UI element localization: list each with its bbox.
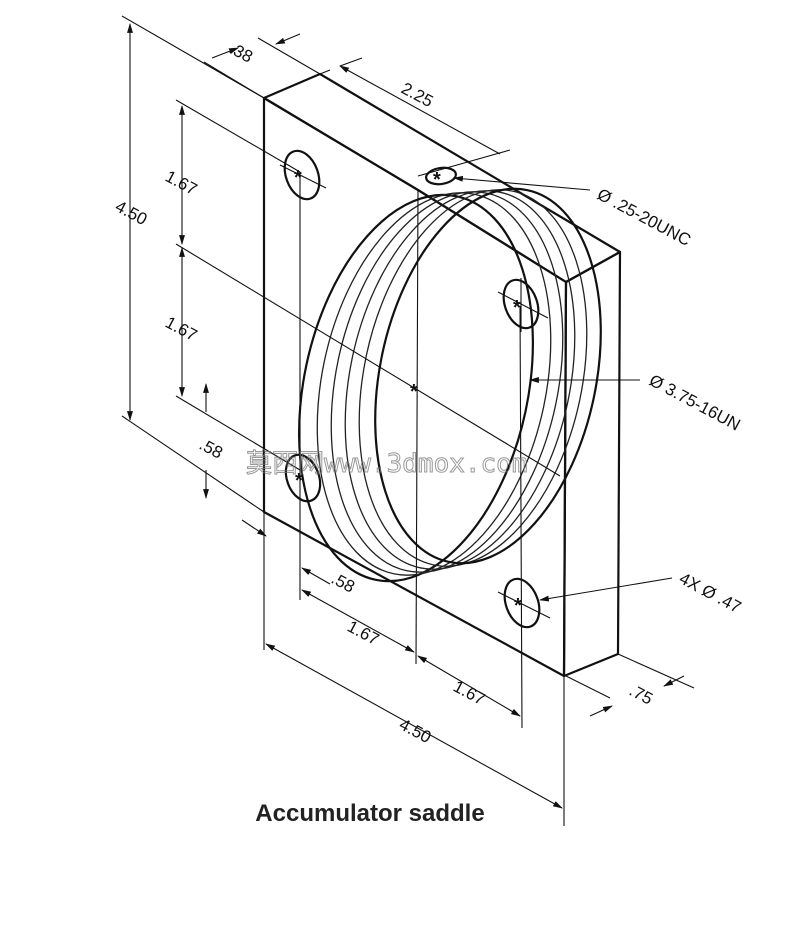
front-vertical-split (415, 189, 419, 665)
dim-lower-spacing: 1.67 (162, 313, 200, 345)
hole-bottom-left: * (284, 453, 322, 503)
thread-ring (330, 191, 564, 573)
dim-bottom-edge-offset: .58 (196, 435, 226, 463)
callout-tapped-hole: Ø .25-20UNC (594, 185, 694, 250)
dimension-lines (121, 15, 695, 826)
hole-bottom-right: * (497, 577, 551, 629)
thread-ring (344, 190, 576, 570)
center-lines: * (175, 99, 561, 729)
horizontal-centerline (175, 243, 561, 477)
saddle-block (262, 72, 622, 678)
bore-inner-edge (374, 187, 602, 565)
dim-depth: .75 (626, 681, 656, 709)
svg-text:*: * (294, 167, 302, 189)
top-face (262, 72, 622, 284)
bore-outer-edge (298, 193, 534, 583)
threaded-bore (298, 187, 602, 583)
svg-text:*: * (513, 297, 521, 319)
callout-leaders (453, 175, 673, 602)
svg-text:*: * (433, 169, 441, 191)
thread-ring (358, 189, 588, 567)
dim-height: 4.50 (112, 197, 150, 229)
mounting-holes: * * * * * (279, 149, 551, 629)
dim-thickness: .38 (226, 39, 256, 67)
tapped-hole-top: * (425, 166, 457, 191)
figure-caption: Accumulator saddle (255, 800, 485, 827)
lower-hole-centerline (175, 395, 301, 471)
watermark-text: 莫西网www.3dmox.com (246, 449, 528, 479)
callout-bore-thread: Ø 3.75-16UN (646, 371, 743, 435)
upper-hole-centerline (175, 99, 301, 173)
svg-text:*: * (295, 470, 303, 492)
hole-right-upper: * (497, 278, 549, 332)
right-hole-vertical-line (519, 305, 523, 729)
dim-hole-spacing-right: 1.67 (450, 677, 488, 709)
center-mark: * (410, 381, 418, 403)
dim-hole-spacing-left: 1.67 (344, 617, 382, 649)
svg-text:*: * (514, 595, 522, 617)
hole-top-left: * (279, 149, 327, 201)
callout-mount-holes: 4X Ø .47 (676, 569, 744, 617)
dim-upper-spacing: 1.67 (162, 167, 200, 199)
dim-side-edge-offset: .58 (328, 569, 358, 597)
dim-width: 4.50 (396, 715, 434, 747)
dim-half-width: 2.25 (398, 79, 436, 111)
